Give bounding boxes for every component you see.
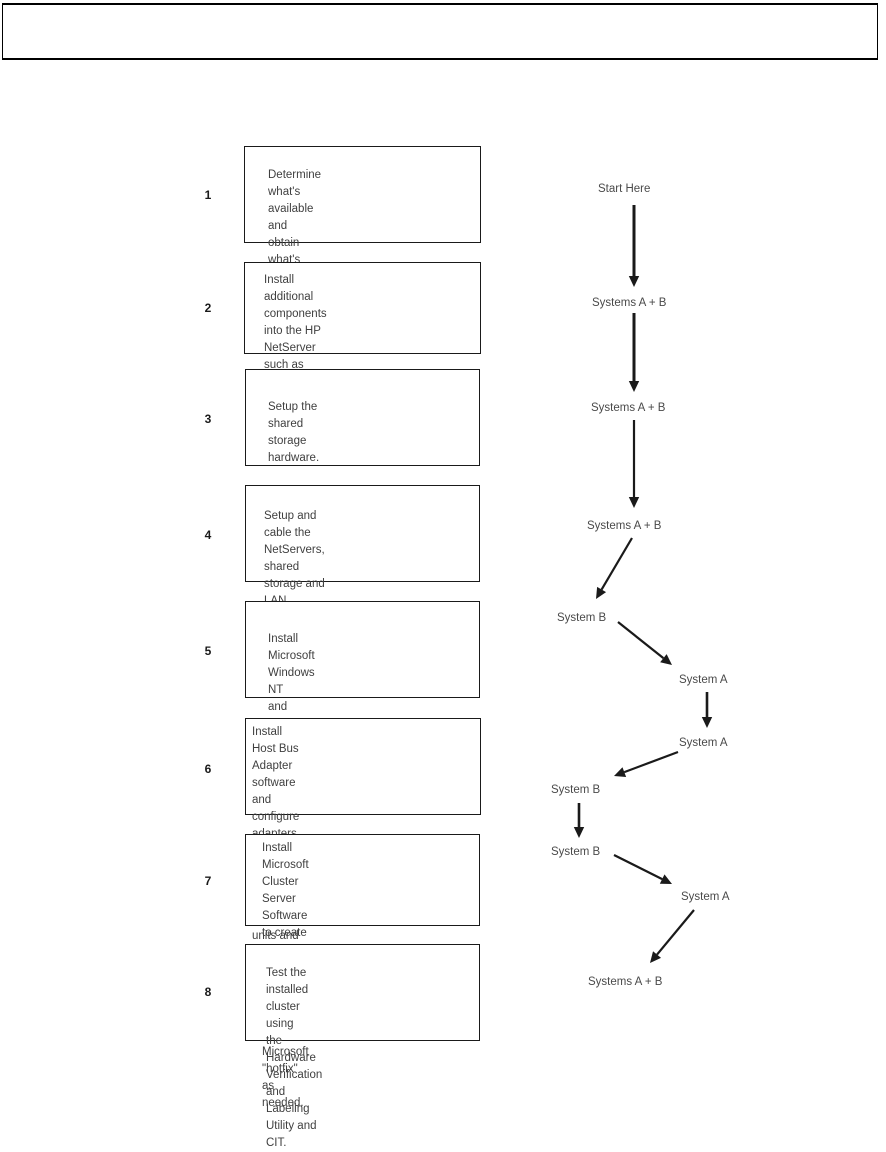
flow-label-start-here: Start Here [598, 183, 651, 195]
step-box [245, 718, 481, 815]
step-number: 4 [204, 528, 212, 542]
step-box [245, 369, 480, 466]
arrow-arrow-ab1-to-ab2 [628, 313, 640, 392]
arrow-head [701, 717, 713, 728]
step-number: 6 [204, 762, 212, 776]
step-number: 3 [204, 412, 212, 426]
arrow-head [660, 654, 672, 665]
header-band [2, 3, 878, 60]
flow-label-system-b-1: System B [557, 612, 607, 624]
flow-label-systems-ab-2: Systems A + B [591, 402, 666, 414]
step-description: Setup the shared storage hardware. [268, 401, 320, 464]
arrow-head [614, 767, 627, 778]
flow-label-systems-ab-1: Systems A + B [592, 297, 667, 309]
arrow-arrow-ab3-to-b1 [596, 537, 633, 599]
flow-label-system-a-2: System A [679, 737, 728, 749]
arrow-head [659, 874, 672, 884]
arrow-head [650, 951, 662, 963]
flow-label-system-a-3: System A [681, 891, 730, 903]
step-box [244, 146, 481, 243]
step-number: 7 [204, 874, 212, 888]
flow-label-system-a-1: System A [679, 674, 728, 686]
arrow-shaft [613, 854, 663, 881]
step-box [245, 601, 480, 698]
step-number: 2 [204, 301, 212, 315]
step-box [245, 834, 480, 926]
arrow-head [596, 586, 607, 599]
flow-label-system-b-3: System B [551, 846, 601, 858]
arrow-arrow-ab2-to-ab3 [628, 420, 640, 508]
arrow-arrow-start-to-ab1 [628, 205, 640, 287]
arrow-shaft [623, 750, 679, 774]
step-box [245, 944, 480, 1041]
flow-label-systems-ab-4: Systems A + B [588, 976, 663, 988]
step-number: 1 [204, 188, 212, 202]
step-description: Test the installed cluster using the Har… [266, 967, 323, 1149]
arrow-shaft [600, 537, 633, 591]
arrow-shaft [656, 909, 695, 956]
arrow-arrow-b2-to-b3 [573, 803, 585, 838]
arrow-head [628, 276, 640, 287]
arrow-arrow-b3-to-a3 [613, 854, 672, 884]
flow-label-system-b-2: System B [551, 784, 601, 796]
header-band-divider [3, 33, 6, 35]
step-number: 8 [204, 985, 212, 999]
arrow-head [628, 381, 640, 392]
arrow-shaft [617, 621, 665, 660]
arrow-arrow-a3-to-ab4 [650, 909, 695, 963]
arrow-arrow-a1-to-a2 [701, 692, 713, 728]
arrow-head [628, 497, 640, 508]
flow-label-systems-ab-3: Systems A + B [587, 520, 662, 532]
step-number: 5 [204, 644, 212, 658]
arrow-arrow-a2-to-b2 [614, 750, 679, 778]
step-box [244, 262, 481, 354]
step-box [245, 485, 480, 582]
arrow-head [573, 827, 585, 838]
arrow-arrow-b1-to-a1 [617, 621, 672, 665]
